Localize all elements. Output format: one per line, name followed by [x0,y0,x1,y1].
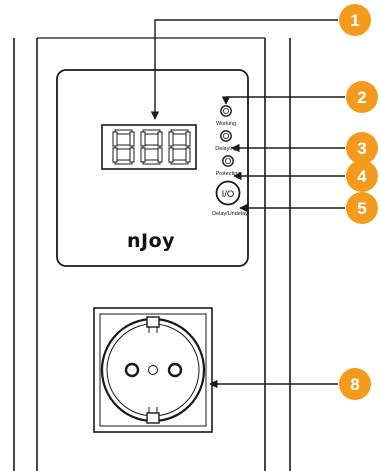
digit-2-segment [140,131,146,147]
digit-3-segment [185,131,191,147]
seven-segment-display [101,124,197,170]
power-socket [93,307,213,433]
callout-1: 1 [339,4,371,36]
digit-2-segment [142,129,161,135]
protecting-label: Protecting [216,171,241,177]
digit-2-segment [140,147,146,163]
socket-hole-center [148,365,158,375]
callout-3: 3 [346,132,378,164]
digit-1-segment [112,131,118,147]
digit-1-segment [114,129,133,135]
svg-text:5: 5 [357,199,366,218]
digit-1-segment [112,147,118,163]
led-delaying [220,130,232,142]
io-button-label: I/O [222,189,235,200]
digit-2-segment [142,159,161,165]
callout-5: 5 [346,192,378,224]
callout-4: 4 [346,160,378,192]
svg-text:2: 2 [357,88,366,107]
digit-3-segment [168,131,174,147]
svg-text:8: 8 [350,375,359,394]
digit-2-segment [142,144,161,150]
digit-1-segment [114,144,133,150]
digit-2-segment [157,147,163,163]
brand-logo: nJoy [127,230,175,252]
digit-3-segment [170,159,189,165]
digit-3-segment [185,147,191,163]
callout-2: 2 [346,81,378,113]
socket-hole-right [167,362,183,378]
delay-undelay-label: Delay/Undelay [212,211,248,217]
led-protecting [222,155,234,167]
digit-1-segment [129,131,135,147]
digit-3-segment [168,147,174,163]
digit-3-segment [170,144,189,150]
io-button[interactable] [215,180,241,206]
digit-2-segment [157,131,163,147]
led-working [220,105,232,117]
callout-8: 8 [339,368,371,400]
digit-1-segment [129,147,135,163]
svg-text:4: 4 [357,167,367,186]
working-label: Working [216,121,236,127]
device-body [13,37,291,471]
digit-3-segment [170,129,189,135]
socket-hole-left [124,362,140,378]
leader-lines [150,19,345,389]
svg-text:1: 1 [350,11,359,30]
svg-text:3: 3 [357,139,366,158]
digit-1-segment [114,159,133,165]
delaying-label: Delaying [215,146,236,152]
